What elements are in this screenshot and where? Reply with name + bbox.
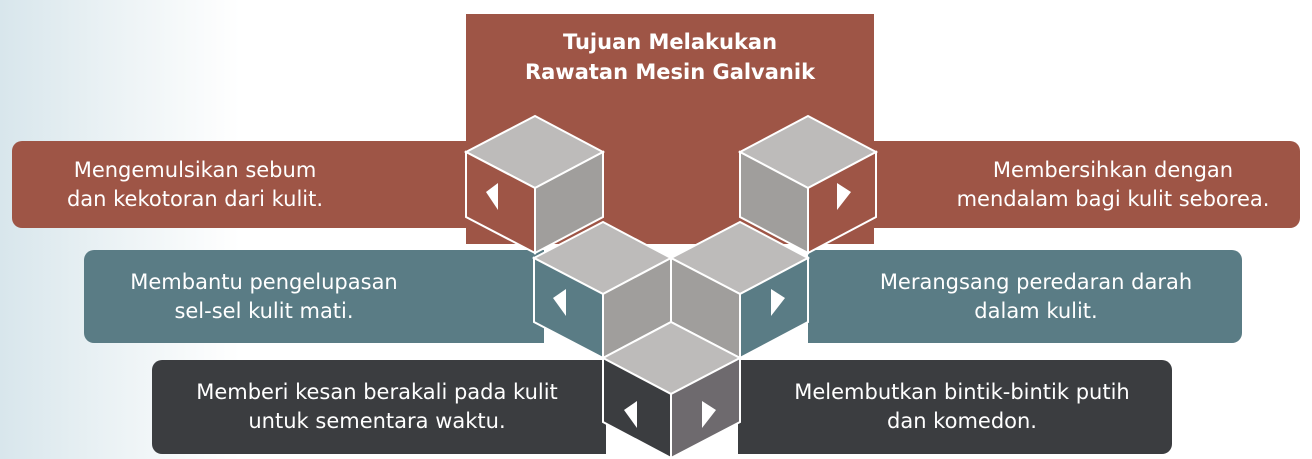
- cube-top-left: [463, 114, 606, 255]
- purpose-box-blood-circulation: Merangsang peredaran darah dalam kulit.: [808, 250, 1242, 343]
- purpose-box-soften-whiteheads: Melembutkan bintik-bintik putih dan kome…: [738, 360, 1172, 454]
- purpose-box-emulsify-sebum: Mengemulsikan sebum dan kekotoran dari k…: [12, 141, 468, 228]
- arrow-right-icon: [837, 183, 851, 210]
- title-line-1: Tujuan Melakukan: [562, 30, 778, 54]
- purpose-box-deep-cleanse: Membersihkan dengan mendalam bagi kulit …: [874, 141, 1300, 228]
- cube-middle-right: [668, 220, 811, 360]
- purpose-text-line-1: Membersihkan dengan: [992, 157, 1234, 182]
- purpose-text-line-2: dalam kulit.: [974, 298, 1098, 323]
- purpose-text-line-2: dan kekotoran dari kulit.: [66, 186, 324, 211]
- title-line-2: Rawatan Mesin Galvanik: [524, 60, 816, 84]
- arrow-right-icon: [771, 289, 785, 316]
- purpose-box-exfoliation: Membantu pengelupasan sel-sel kulit mati…: [84, 250, 544, 343]
- arrow-left-icon: [486, 183, 498, 210]
- arrow-left-icon: [624, 401, 637, 428]
- purpose-text-line-2: mendalam bagi kulit seborea.: [956, 186, 1270, 211]
- purpose-text-line-1: Membantu pengelupasan: [130, 269, 398, 294]
- purpose-text-line-2: dan komedon.: [887, 409, 1037, 433]
- purpose-box-firming-effect: Memberi kesan berakali pada kulit untuk …: [152, 360, 606, 454]
- cube-bottom: [600, 320, 743, 459]
- purpose-text-line-1: Melembutkan bintik-bintik putih: [794, 380, 1130, 404]
- cube-top-right: [737, 114, 879, 255]
- purpose-text-line-2: sel-sel kulit mati.: [174, 298, 354, 323]
- purpose-text-line-1: Memberi kesan berakali pada kulit: [196, 380, 558, 404]
- purpose-text-line-2: untuk sementara waktu.: [248, 409, 506, 433]
- cube-middle-left: [531, 220, 674, 360]
- arrow-right-icon: [702, 401, 716, 428]
- purpose-text-line-1: Merangsang peredaran darah: [879, 269, 1193, 294]
- purpose-text-line-1: Mengemulsikan sebum: [73, 157, 317, 182]
- arrow-left-icon: [553, 289, 566, 316]
